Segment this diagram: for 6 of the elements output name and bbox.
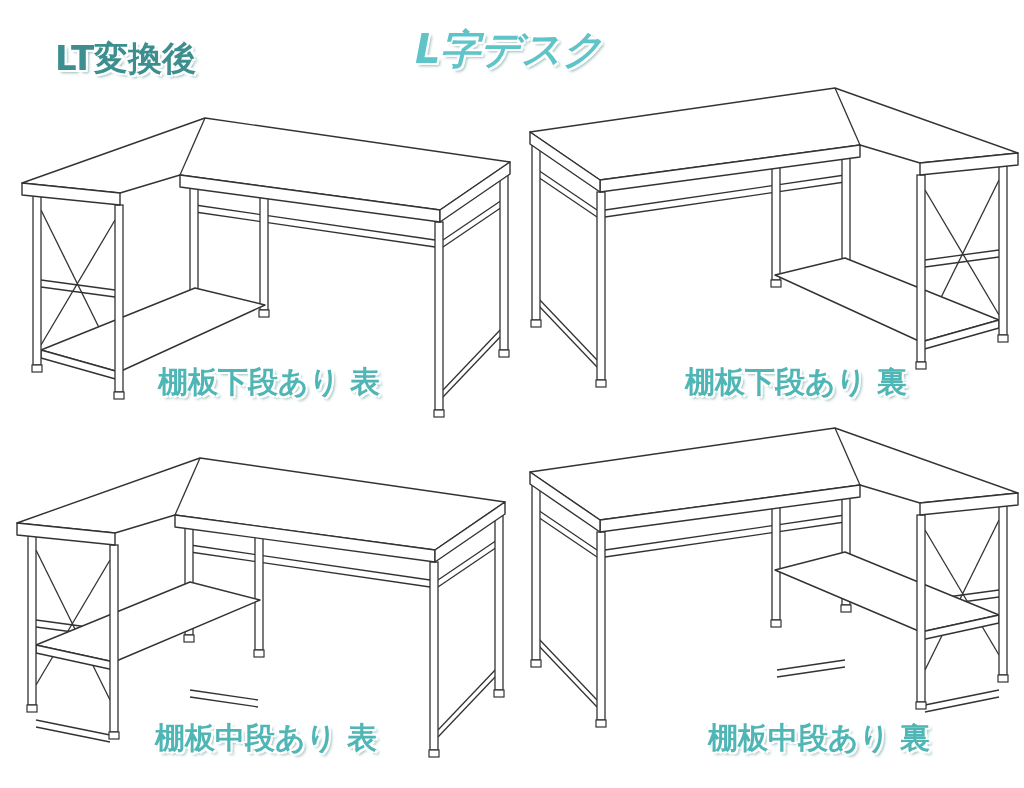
caption: 棚板中段あり 裏: [708, 719, 931, 757]
title: L字デスク: [415, 25, 604, 74]
caption: 棚板下段あり 裏: [685, 363, 908, 401]
caption: 棚板中段あり 表: [155, 719, 378, 757]
subtitle: LT変換後: [55, 37, 197, 80]
caption: 棚板下段あり 表: [158, 363, 381, 401]
